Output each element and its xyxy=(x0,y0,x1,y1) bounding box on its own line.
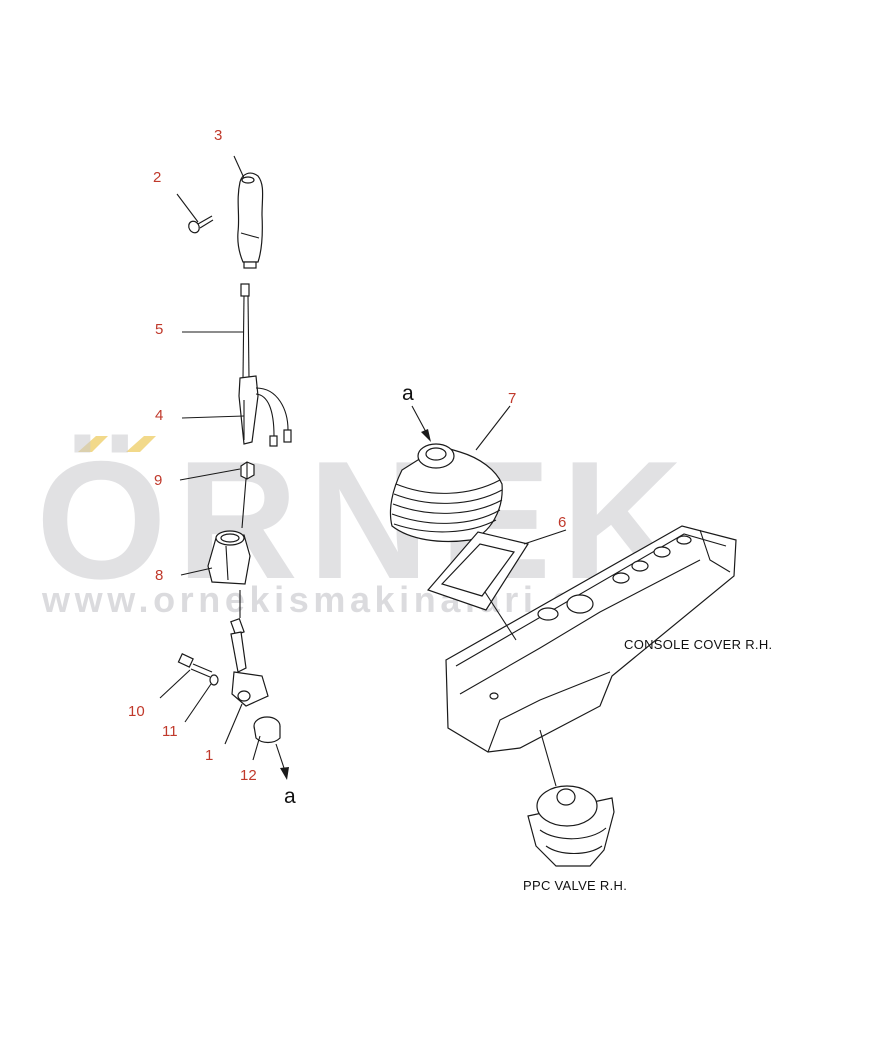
callout-12: 12 xyxy=(240,767,257,784)
leader-lines xyxy=(159,155,567,761)
leader-console xyxy=(484,591,517,641)
lever-part xyxy=(230,617,269,707)
boot-part xyxy=(207,530,251,618)
ppc-valve xyxy=(527,729,615,867)
callout-numbers: 3 2 5 4 9 8 10 11 1 12 7 6 xyxy=(128,127,566,784)
watermark-brand: ÖRNEK xyxy=(36,426,693,614)
callout-11: 11 xyxy=(162,723,178,740)
callout-6: 6 xyxy=(558,514,566,531)
leader-11 xyxy=(184,683,212,723)
callout-7: 7 xyxy=(508,390,516,407)
leader-3 xyxy=(233,155,245,179)
cap-part xyxy=(253,716,281,744)
view-marker-top: a xyxy=(402,382,414,405)
view-arrow-top: a xyxy=(402,382,431,442)
view-marker-bottom: a xyxy=(284,785,296,808)
console-cover xyxy=(445,525,737,753)
watermark-accent-left xyxy=(78,436,108,452)
leader-12 xyxy=(252,735,261,761)
watermark-accent-right xyxy=(126,436,156,452)
leader-10 xyxy=(159,669,191,699)
leader-4 xyxy=(181,415,245,419)
console-boot-part xyxy=(389,443,503,543)
leader-9 xyxy=(179,468,241,481)
bolt-part xyxy=(177,653,213,678)
console-cover-label: CONSOLE COVER R.H. xyxy=(624,637,772,652)
callout-8: 8 xyxy=(155,567,163,584)
leader-7 xyxy=(475,405,511,451)
leader-8 xyxy=(180,567,213,576)
grip-part xyxy=(237,172,264,269)
callout-5: 5 xyxy=(155,321,163,338)
leader-6 xyxy=(523,529,567,545)
screw-part xyxy=(188,215,214,234)
switch-part xyxy=(238,375,292,447)
leader-1 xyxy=(224,703,243,745)
rod-part xyxy=(240,283,250,379)
watermark: ÖRNEK www.ornekismakinalari.com.tr xyxy=(36,426,693,620)
nut-part xyxy=(240,461,255,529)
callout-3: 3 xyxy=(214,127,222,144)
leader-2 xyxy=(176,193,199,223)
callout-4: 4 xyxy=(155,407,163,424)
washer-part xyxy=(209,674,219,686)
callout-2: 2 xyxy=(153,169,161,186)
view-arrow-bottom: a xyxy=(275,743,296,808)
callout-9: 9 xyxy=(154,472,162,489)
callout-1: 1 xyxy=(205,747,213,764)
ppc-valve-label: PPC VALVE R.H. xyxy=(523,878,627,893)
frame-part xyxy=(426,531,529,611)
callout-10: 10 xyxy=(128,703,145,720)
